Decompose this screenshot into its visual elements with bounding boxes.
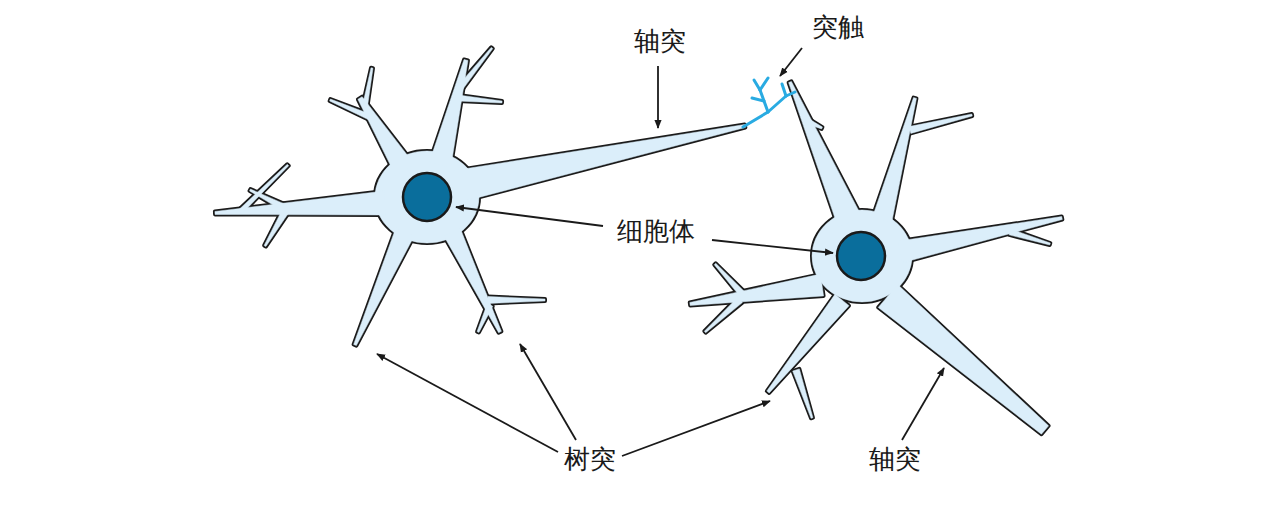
part-label: 轴突 [866,445,924,475]
neuron-outline-part [872,98,916,223]
neuron-outline-part [264,210,288,246]
neuron-outline-part [358,97,414,176]
neuron-outline-part [789,81,862,227]
leader-arrow [456,207,603,226]
neuron-fill-part [437,125,746,207]
neuron-fill-part [878,285,1048,435]
neuron-fill-part [358,97,414,176]
part-label: 树突 [561,445,619,475]
neuron-fill-part [238,164,288,214]
leader-arrow [780,48,802,76]
neuron-fill-part [767,294,849,393]
neuron-outline-part [354,228,415,346]
neuron-fill-part [444,228,501,333]
neuron-outline-part [444,228,501,333]
leader-arrow [622,401,770,456]
neuron-fill [215,47,1062,434]
neuron-outline-part [488,297,545,304]
neuron-fill-part [354,228,415,346]
synapse-branch [760,78,768,90]
part-label: 轴突 [631,27,689,57]
neuron-fill-part [789,81,862,227]
synapse-branch [743,112,768,127]
part-label: 细胞体 [614,217,698,247]
part-label: 突触 [809,13,867,43]
neuron-fill-part [458,95,502,103]
neuron-fill-part [793,369,813,418]
synapse-terminal [743,78,795,127]
neuron-fill-part [488,297,545,304]
leader-arrow [902,368,944,440]
neuron-fill-part [804,117,823,129]
neuron-fill-part [714,263,747,299]
nucleus [837,232,885,280]
synapse-branch [786,92,795,96]
leader-arrow [520,344,576,440]
synapse-branch [754,80,760,90]
neuron-outline-part [898,217,1063,263]
synapse-branch [752,98,764,101]
neuron-fill-part [363,68,373,107]
neuron-outline-part [458,95,502,103]
neuron-fill-part [704,297,742,332]
leader-arrow [377,354,558,452]
neuron-fill-part [264,210,288,246]
neuron-outline-part [690,274,824,305]
neuron-outline-part [429,60,468,168]
neuron-fill-part [1009,229,1050,245]
neuron-outline-part [909,114,972,133]
neuron-fill-part [898,217,1063,263]
neuron-fill-part [909,114,972,133]
neuron-fill-part [872,98,916,223]
neuron-fill-part [429,60,468,168]
neuron-outline-part [767,294,849,393]
neuron-outline-part [363,68,373,107]
neuron-fill-part [458,47,493,89]
leader-arrow [712,240,833,253]
neuron-outline [215,47,1062,434]
neuron-outline-part [437,125,746,207]
synapse-branch [768,96,786,112]
neuron-outline-part [1009,229,1050,245]
nucleus [403,173,451,221]
leader-arrows [377,48,944,456]
neuron-fill-part [690,274,824,305]
neuron-outline-part [793,369,813,418]
neuron-fill-part [477,304,493,333]
cell-nucleus [403,173,885,280]
synapse-branch [782,84,786,96]
neuron-outline-part [878,285,1048,435]
leader-arrow [657,66,659,128]
